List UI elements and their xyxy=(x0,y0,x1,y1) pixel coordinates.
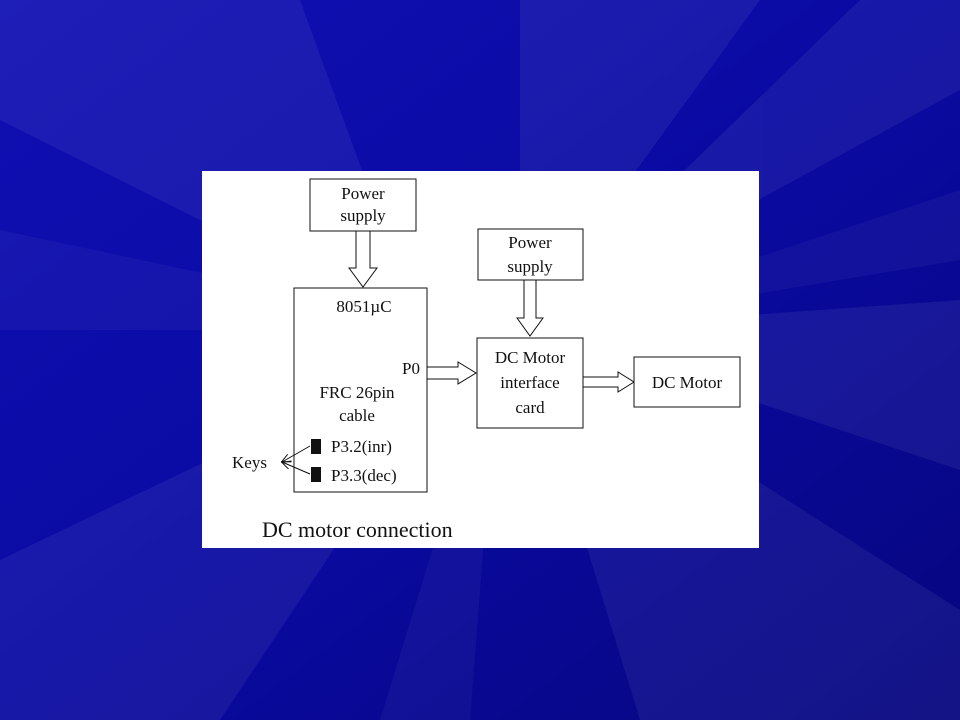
interface-card-label-line3: card xyxy=(515,398,545,417)
pin-p33-label: P3.3(dec) xyxy=(331,466,397,485)
drive-arrow-to-motor xyxy=(582,371,635,393)
dc-motor-label: DC Motor xyxy=(652,373,723,392)
power-supply-right-label-line2: supply xyxy=(507,257,553,276)
interface-card-label-line2: interface xyxy=(500,373,559,392)
power-supply-top-block: Power supply xyxy=(309,178,417,232)
interface-card-label-line1: DC Motor xyxy=(495,348,566,367)
power-arrow-to-mcu xyxy=(348,230,378,288)
power-supply-top-label-line1: Power xyxy=(341,184,385,203)
diagram-card: Power supply 8051µC P0 FRC 26pin cable P… xyxy=(202,171,759,548)
microcontroller-block: 8051µC P0 FRC 26pin cable P3.2(inr) P3.3… xyxy=(293,287,428,493)
dc-motor-block: DC Motor xyxy=(633,356,741,408)
pin-p33-marker xyxy=(311,467,321,482)
port-p0-label: P0 xyxy=(402,359,420,378)
power-arrow-to-interface xyxy=(516,279,544,337)
key-arrow-inc xyxy=(282,445,311,462)
power-supply-right-block: Power supply xyxy=(477,228,584,281)
data-arrow-p0-to-interface xyxy=(426,361,477,385)
pin-p32-label: P3.2(inr) xyxy=(331,437,392,456)
pin-p32-marker xyxy=(311,439,321,454)
key-arrow-dec xyxy=(282,462,311,475)
dc-motor-diagram: Power supply 8051µC P0 FRC 26pin cable P… xyxy=(232,178,741,542)
diagram-caption: DC motor connection xyxy=(262,517,453,542)
power-supply-top-label-line2: supply xyxy=(340,206,386,225)
keys-label: Keys xyxy=(232,453,267,472)
interface-card-block: DC Motor interface card xyxy=(476,337,584,429)
microcontroller-title: 8051µC xyxy=(336,297,391,316)
power-supply-right-label-line1: Power xyxy=(508,233,552,252)
frc-cable-label-line1: FRC 26pin xyxy=(319,383,395,402)
frc-cable-label-line2: cable xyxy=(339,406,375,425)
